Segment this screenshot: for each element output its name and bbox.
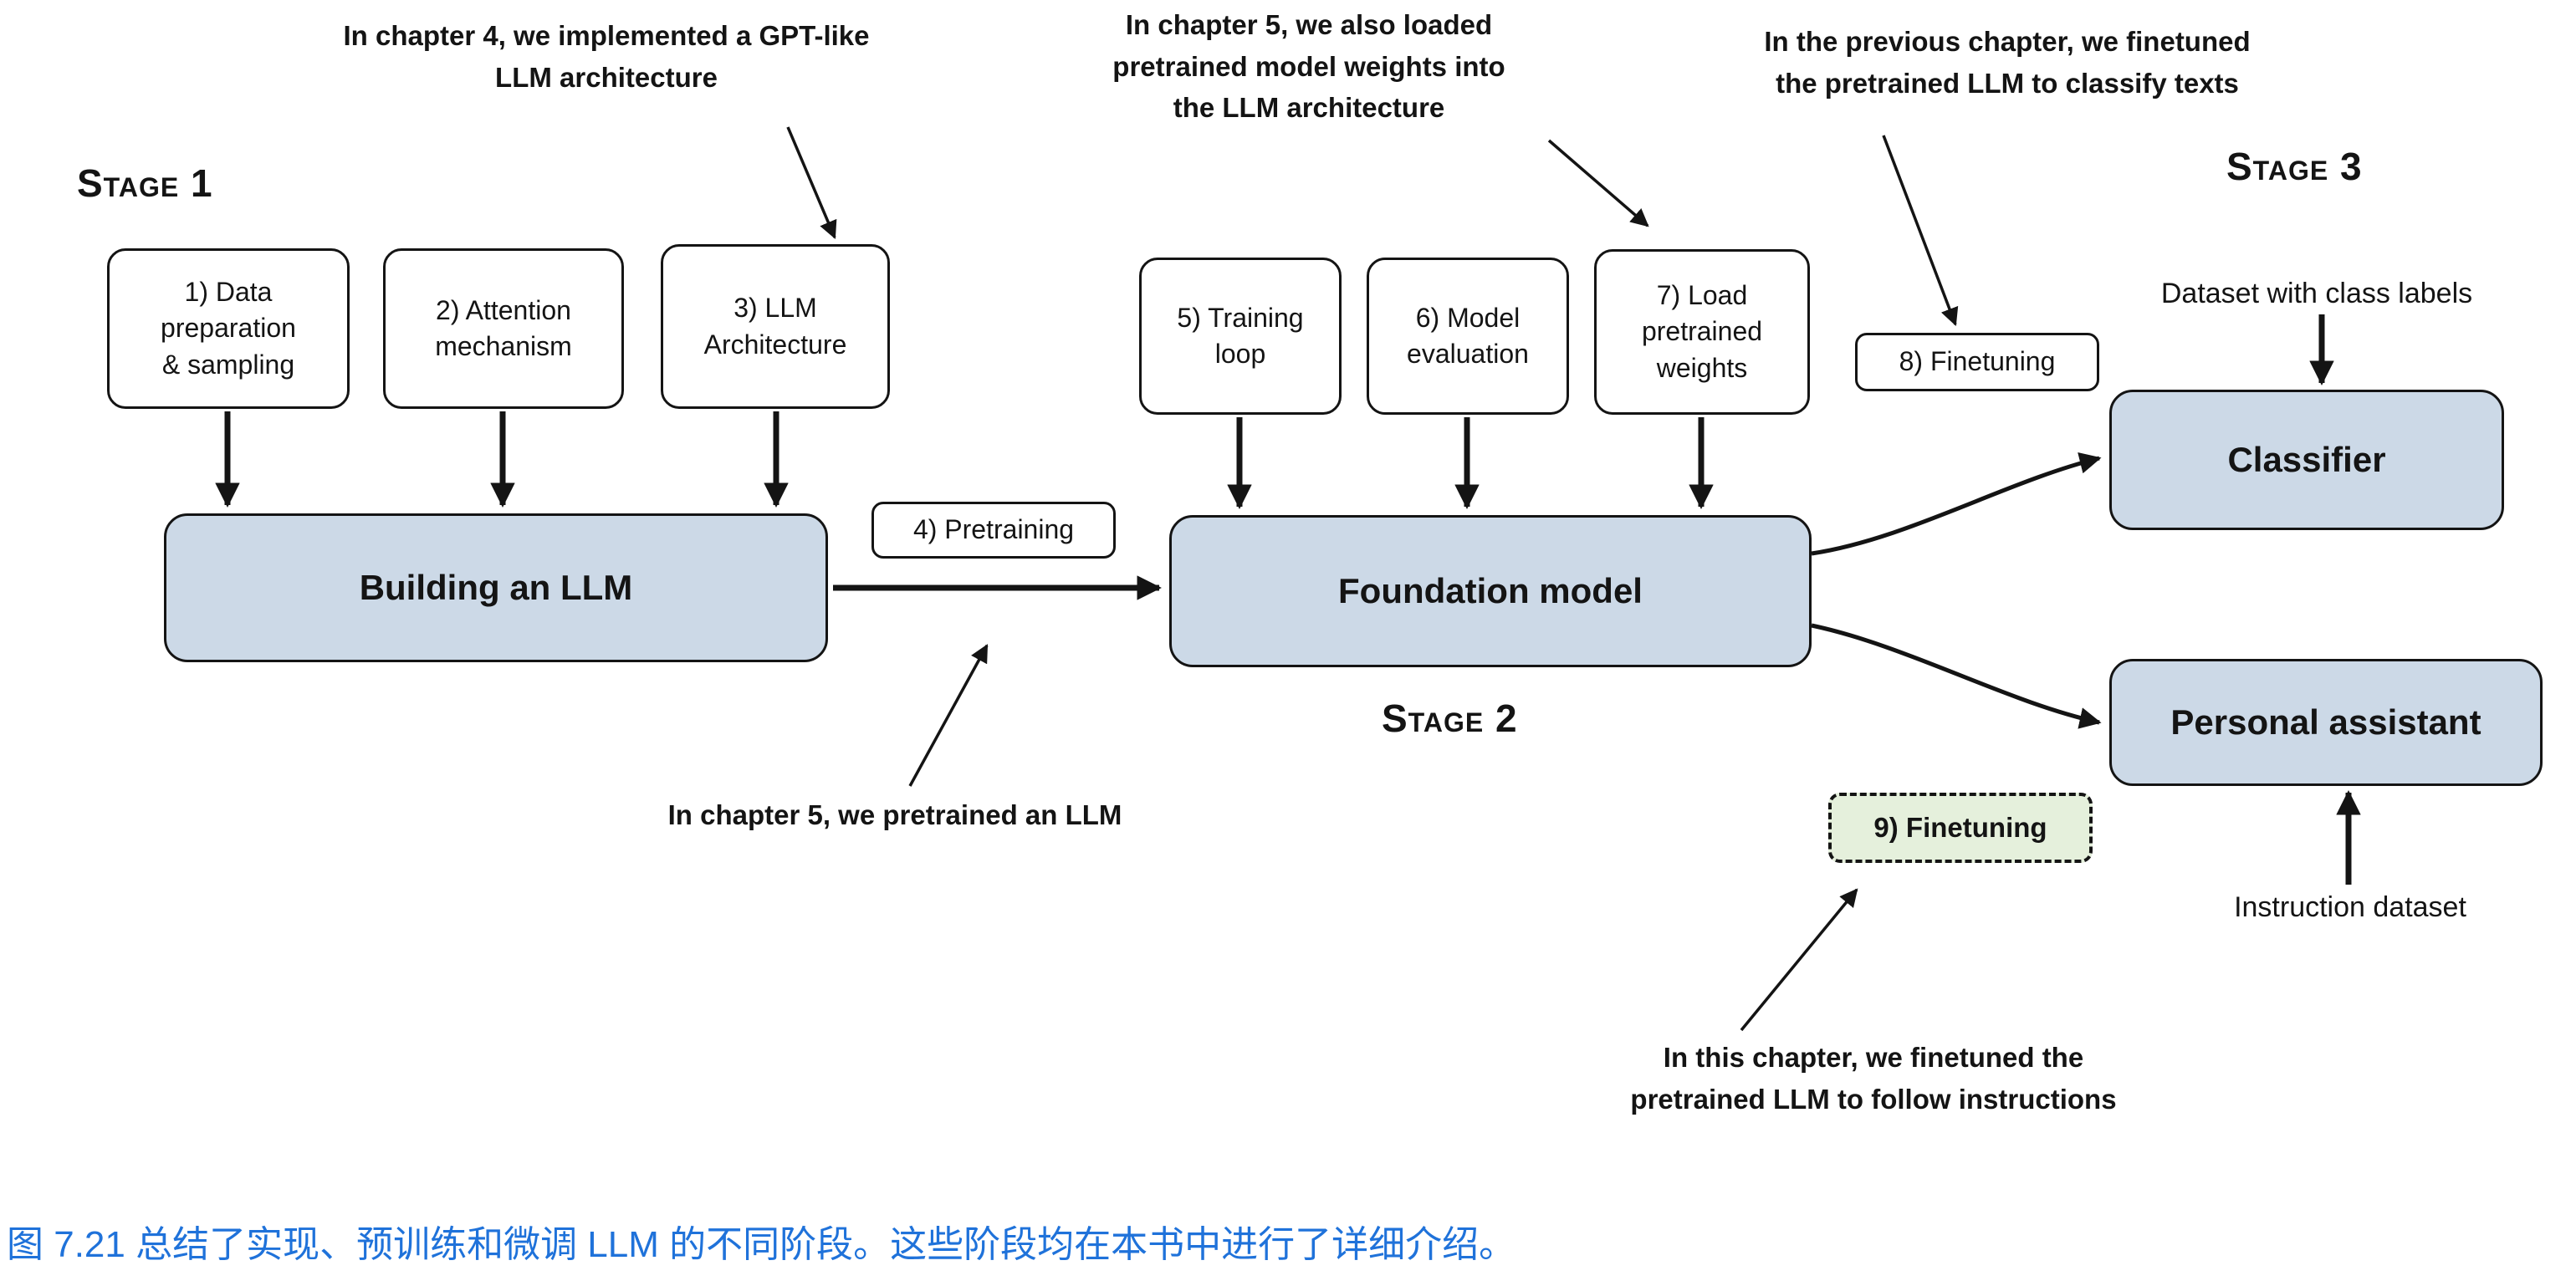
- node-model-evaluation: 6) Model evaluation: [1367, 258, 1569, 415]
- arrow-foundation-to-classifier: [1811, 452, 2102, 556]
- label-instruction-dataset: Instruction dataset: [2234, 891, 2466, 923]
- annotation-chapter5-pretrain: In chapter 5, we pretrained an LLM: [667, 799, 1122, 830]
- annotation-chapter5-weights: In chapter 5, we also loaded pretrained …: [1112, 9, 1505, 123]
- arrow-chapter5-weights-annotation: [1547, 139, 1649, 227]
- arrow-previous-chapter-annotation: [1882, 135, 1959, 327]
- node-pretraining: 4) Pretraining: [871, 502, 1116, 559]
- node-training-loop: 5) Training loop: [1139, 258, 1342, 415]
- node-llm-architecture: 3) LLM Architecture: [661, 244, 890, 409]
- node-personal-assistant: Personal assistant: [2109, 659, 2543, 786]
- stage-3-label: Stage 3: [2226, 145, 2363, 188]
- figure-caption: 图 7.21 总结了实现、预训练和微调 LLM 的不同阶段。这些阶段均在本书中进…: [7, 1224, 1516, 1265]
- arrow-foundation-to-assistant: [1811, 623, 2102, 729]
- node-load-pretrained-weights: 7) Load pretrained weights: [1594, 249, 1810, 415]
- arrow-this-chapter-annotation: [1740, 888, 1858, 1032]
- annotation-previous-chapter: In the previous chapter, we finetuned th…: [1764, 26, 2251, 99]
- node-classifier: Classifier: [2109, 390, 2504, 530]
- node-data-preparation: 1) Data preparation & sampling: [107, 248, 350, 409]
- annotation-this-chapter: In this chapter, we finetuned the pretra…: [1630, 1042, 2117, 1115]
- label-dataset-class: Dataset with class labels: [2160, 278, 2473, 309]
- node-building-an-llm: Building an LLM: [164, 513, 828, 662]
- arrow-chapter5-pretrain-annotation: [908, 644, 989, 787]
- annotation-chapter4: In chapter 4, we implemented a GPT-like …: [343, 20, 870, 93]
- node-foundation-model: Foundation model: [1169, 515, 1812, 667]
- stage-1-label: Stage 1: [77, 161, 213, 205]
- arrow-chapter4-annotation: [786, 126, 837, 239]
- stage-2-label: Stage 2: [1382, 697, 1518, 740]
- node-finetuning-9: 9) Finetuning: [1828, 793, 2093, 863]
- node-attention-mechanism: 2) Attention mechanism: [383, 248, 624, 409]
- node-finetuning-8: 8) Finetuning: [1855, 333, 2099, 391]
